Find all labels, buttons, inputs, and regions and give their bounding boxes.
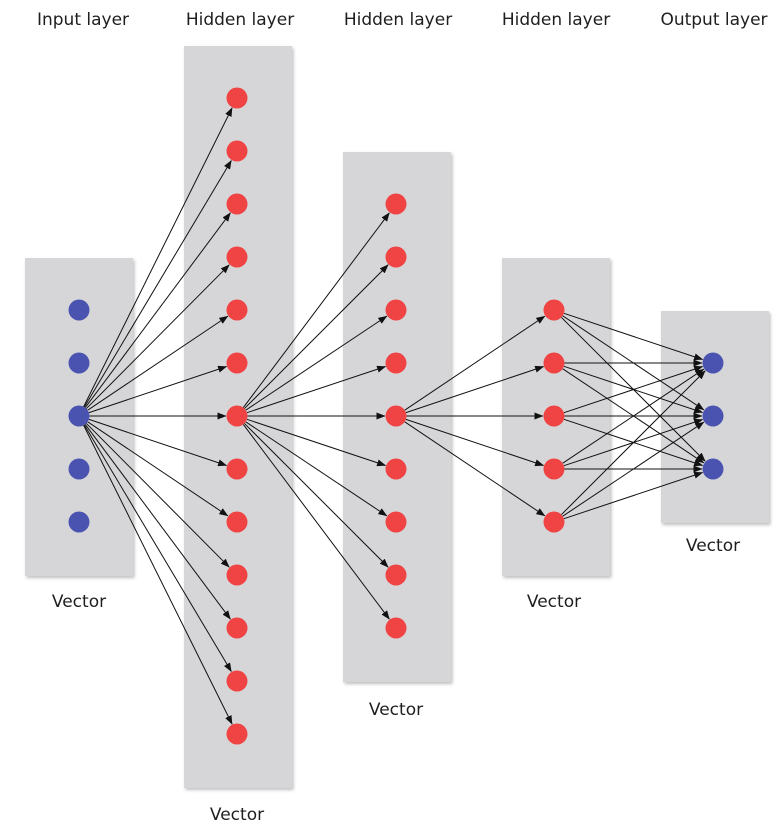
layer-title-input: Input layer: [36, 10, 130, 30]
output-node-4-2: [702, 458, 724, 480]
connection-arrow: [563, 365, 704, 414]
hidden-node-2-2: [385, 299, 407, 321]
hidden-node-1-0: [226, 87, 248, 109]
hidden-node-1-6: [226, 405, 248, 427]
connection-arrow: [84, 212, 231, 408]
connection-arrow: [246, 418, 387, 467]
hidden-node-1-10: [226, 617, 248, 639]
connection-arrow: [563, 471, 704, 520]
hidden-node-2-1: [385, 246, 407, 268]
connection-arrow: [245, 421, 388, 517]
hidden-node-3-3: [543, 458, 565, 480]
vector-label-hidden-3: Vector: [526, 592, 582, 612]
layer-title-hidden-3: Hidden layer: [501, 10, 611, 30]
hidden-node-2-8: [385, 617, 407, 639]
hidden-node-2-5: [385, 458, 407, 480]
connection-arrow: [563, 312, 704, 361]
input-node-0-3: [68, 458, 90, 480]
hidden-node-1-1: [226, 140, 248, 162]
layer-title-output: Output layer: [660, 10, 768, 30]
vector-label-input: Vector: [51, 592, 107, 612]
hidden-node-3-1: [543, 352, 565, 374]
input-node-0-0: [68, 299, 90, 321]
hidden-node-1-2: [226, 193, 248, 215]
connection-arrow: [242, 212, 390, 408]
connection-arrow: [404, 315, 546, 411]
connection-arrow: [562, 368, 705, 464]
connection-arrow: [83, 107, 233, 407]
output-node-4-0: [702, 352, 724, 374]
connection-arrow: [405, 418, 545, 467]
output-node-4-1: [702, 405, 724, 427]
hidden-node-1-4: [226, 299, 248, 321]
connection-arrow: [88, 365, 228, 414]
connection-arrow: [562, 421, 705, 517]
connection-arrow: [87, 315, 229, 411]
hidden-node-2-3: [385, 352, 407, 374]
hidden-node-1-8: [226, 511, 248, 533]
hidden-node-3-2: [543, 405, 565, 427]
vector-label-hidden-1: Vector: [209, 805, 265, 825]
connection-arrow: [86, 264, 230, 409]
layer-title-hidden-1: Hidden layer: [185, 10, 295, 30]
hidden-node-2-7: [385, 564, 407, 586]
hidden-node-3-4: [543, 511, 565, 533]
connection-arrow: [83, 424, 232, 672]
connection-arrow: [242, 424, 390, 620]
connection-arrow: [88, 418, 228, 467]
connection-arrow: [244, 264, 389, 409]
connection-arrow: [87, 421, 229, 517]
connection-arrow: [244, 423, 389, 568]
hidden-node-1-3: [226, 246, 248, 268]
connection-arrow: [83, 425, 233, 725]
vector-label-hidden-2: Vector: [368, 700, 424, 720]
hidden-node-1-9: [226, 564, 248, 586]
hidden-node-1-12: [226, 723, 248, 745]
connection-arrow: [405, 365, 545, 414]
connection-arrow: [86, 423, 230, 568]
input-node-0-4: [68, 511, 90, 533]
input-node-0-2: [68, 405, 90, 427]
connection-arrow: [561, 370, 706, 515]
connection-arrow: [84, 424, 231, 620]
hidden-node-3-0: [543, 299, 565, 321]
vector-label-output: Vector: [685, 536, 741, 556]
input-node-0-1: [68, 352, 90, 374]
hidden-node-1-11: [226, 670, 248, 692]
connection-arrow: [83, 160, 232, 408]
hidden-node-2-0: [385, 193, 407, 215]
layer-title-hidden-2: Hidden layer: [343, 10, 453, 30]
connection-arrow: [246, 365, 387, 414]
hidden-node-2-6: [385, 511, 407, 533]
hidden-node-2-4: [385, 405, 407, 427]
connection-arrow: [404, 421, 546, 517]
hidden-node-1-5: [226, 352, 248, 374]
hidden-node-1-7: [226, 458, 248, 480]
connection-arrow: [245, 315, 388, 411]
